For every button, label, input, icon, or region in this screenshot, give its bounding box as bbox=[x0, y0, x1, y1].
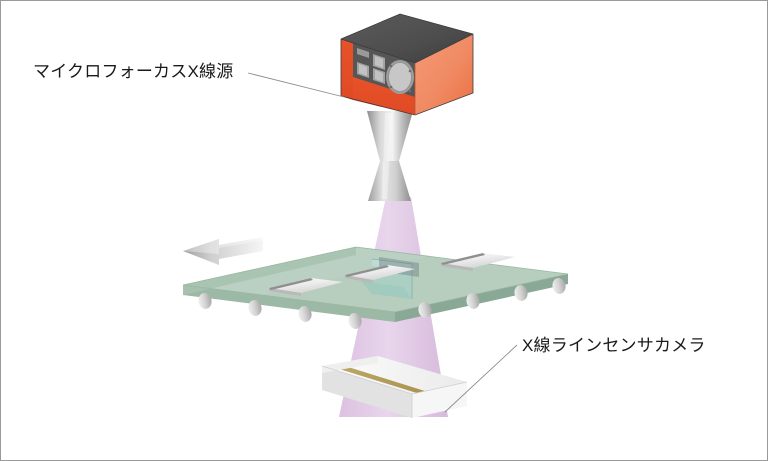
roller bbox=[514, 285, 528, 301]
panel-button[interactable] bbox=[373, 54, 385, 70]
label-microfocus-x-ray-source: マイクロフォーカスX線源 bbox=[33, 62, 234, 81]
leader-line-camera bbox=[444, 344, 518, 413]
label-x-ray-line-sensor-camera: X線ラインセンサカメラ bbox=[522, 336, 706, 355]
panel-button[interactable] bbox=[357, 62, 369, 78]
inspected-panel-left bbox=[269, 278, 343, 296]
conveyor-direction-arrow bbox=[183, 237, 263, 265]
roller bbox=[348, 313, 362, 329]
roller bbox=[552, 278, 566, 294]
roller bbox=[466, 293, 480, 309]
x-ray-emitter-cone bbox=[367, 111, 413, 201]
x-ray-line-sensor-camera-body bbox=[321, 356, 468, 418]
roller bbox=[198, 293, 212, 309]
inspected-panel-right bbox=[441, 253, 515, 271]
leader-line-source bbox=[247, 72, 345, 98]
roller bbox=[418, 302, 432, 318]
conveyor-rollers bbox=[198, 278, 566, 329]
display-indicator bbox=[357, 48, 369, 58]
panel-button[interactable] bbox=[373, 68, 385, 84]
roller bbox=[298, 306, 312, 322]
source-control-panel bbox=[357, 48, 414, 94]
inspected-panel-center bbox=[345, 265, 415, 283]
roller bbox=[248, 300, 262, 316]
dial-icon[interactable] bbox=[386, 60, 414, 94]
